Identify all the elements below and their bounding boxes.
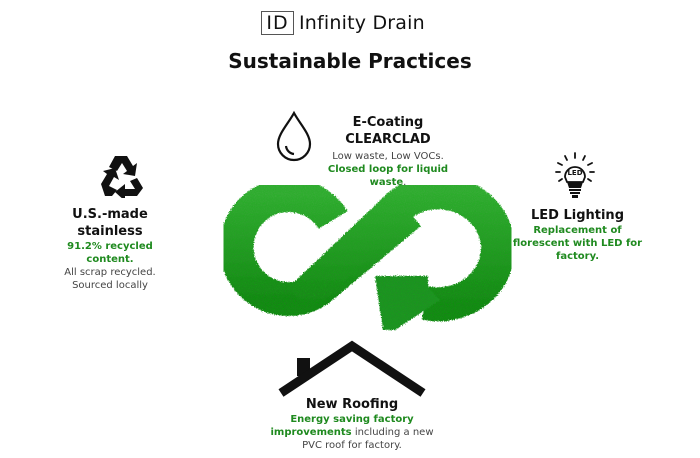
stainless-heading-2: stainless: [77, 224, 143, 239]
roofing-line2-rest: including a new: [351, 427, 434, 438]
page-title: Sustainable Practices: [228, 49, 472, 73]
stainless-heading-1: U.S.-made: [72, 207, 148, 222]
roofing-line1: Energy saving factory: [290, 414, 414, 425]
logo-mark: ID: [261, 10, 294, 35]
led-line1: Replacement of: [533, 225, 622, 236]
grass-infinity-icon: [219, 175, 515, 330]
stainless-line2: All scrap recycled.: [64, 267, 156, 278]
ecoating-line2-green: Closed loop for liquid waste: [327, 164, 449, 188]
roofing-practice: New Roofing Energy saving factory improv…: [262, 396, 442, 452]
led-heading: LED Lighting: [530, 208, 624, 223]
led-practice: LED Lighting Replacement of florescent w…: [505, 207, 650, 263]
ecoating-practice: E-Coating CLEARCLAD Low waste, Low VOCs.…: [313, 114, 463, 189]
ecoating-line1: Low waste, Low VOCs.: [332, 151, 444, 162]
led-bulb-icon: LED: [553, 151, 597, 201]
brand-name: Infinity Drain: [299, 11, 425, 34]
stainless-line1: 91.2% recycled content.: [67, 241, 153, 265]
led-bulb-label: LED: [567, 169, 582, 177]
led-line3: factory.: [555, 251, 599, 262]
ecoating-heading: E-Coating CLEARCLAD: [345, 115, 431, 147]
roofing-heading: New Roofing: [305, 397, 399, 412]
roofing-line2-green: improvements: [270, 427, 352, 438]
house-roof-icon: [276, 338, 428, 398]
brand-logo: ID Infinity Drain: [261, 9, 425, 36]
recycle-icon: [97, 152, 145, 198]
water-drop-icon: [274, 110, 314, 162]
led-line2: florescent with LED for: [512, 238, 643, 249]
stainless-practice: U.S.-made stainless 91.2% recycled conte…: [50, 206, 170, 292]
roofing-line3: PVC roof for factory.: [302, 440, 402, 451]
stainless-line3: Sourced locally: [72, 280, 148, 291]
